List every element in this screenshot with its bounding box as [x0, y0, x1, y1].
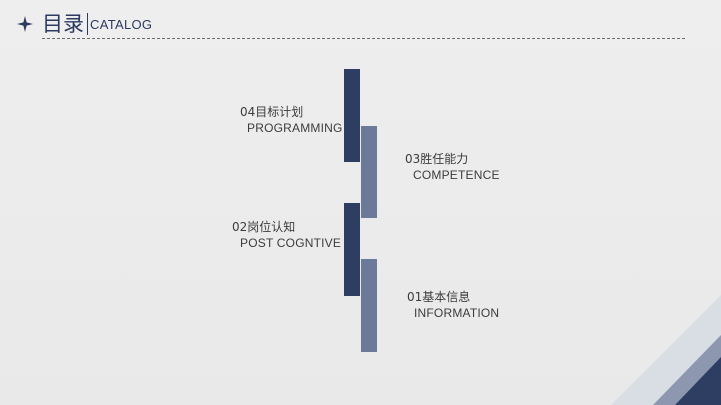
four-point-star-icon [17, 16, 33, 32]
catalog-item-01[interactable]: 01基本信息 INFORMATION [407, 289, 499, 321]
catalog-item-03-title: 03胜任能力 [405, 152, 469, 166]
title-separator [87, 13, 88, 35]
corner-decoration [611, 295, 721, 405]
catalog-item-04[interactable]: 04目标计划 PROGRAMMING [240, 104, 343, 136]
catalog-item-02[interactable]: 02岗位认知 POST COGNTIVE [232, 219, 341, 251]
timeline-bar-03 [361, 126, 377, 218]
catalog-item-04-subtitle: PROGRAMMING [247, 121, 343, 135]
timeline-bar-02 [344, 203, 360, 296]
title-chinese: 目录 [42, 12, 84, 36]
catalog-item-02-subtitle: POST COGNTIVE [240, 236, 342, 250]
title-english: CATALOG [90, 17, 153, 32]
timeline-bar-01 [361, 259, 377, 352]
catalog-item-03[interactable]: 03胜任能力 COMPETENCE [405, 151, 500, 183]
catalog-item-01-subtitle: INFORMATION [414, 306, 500, 320]
catalog-item-02-title: 02岗位认知 [232, 220, 296, 234]
catalog-item-04-title: 04目标计划 [240, 105, 304, 119]
catalog-item-01-title: 01基本信息 [407, 290, 471, 304]
page-title: 目录 CATALOG [42, 11, 152, 37]
timeline-bar-04 [344, 69, 360, 162]
catalog-item-03-subtitle: COMPETENCE [413, 168, 500, 182]
header-divider [42, 38, 685, 39]
